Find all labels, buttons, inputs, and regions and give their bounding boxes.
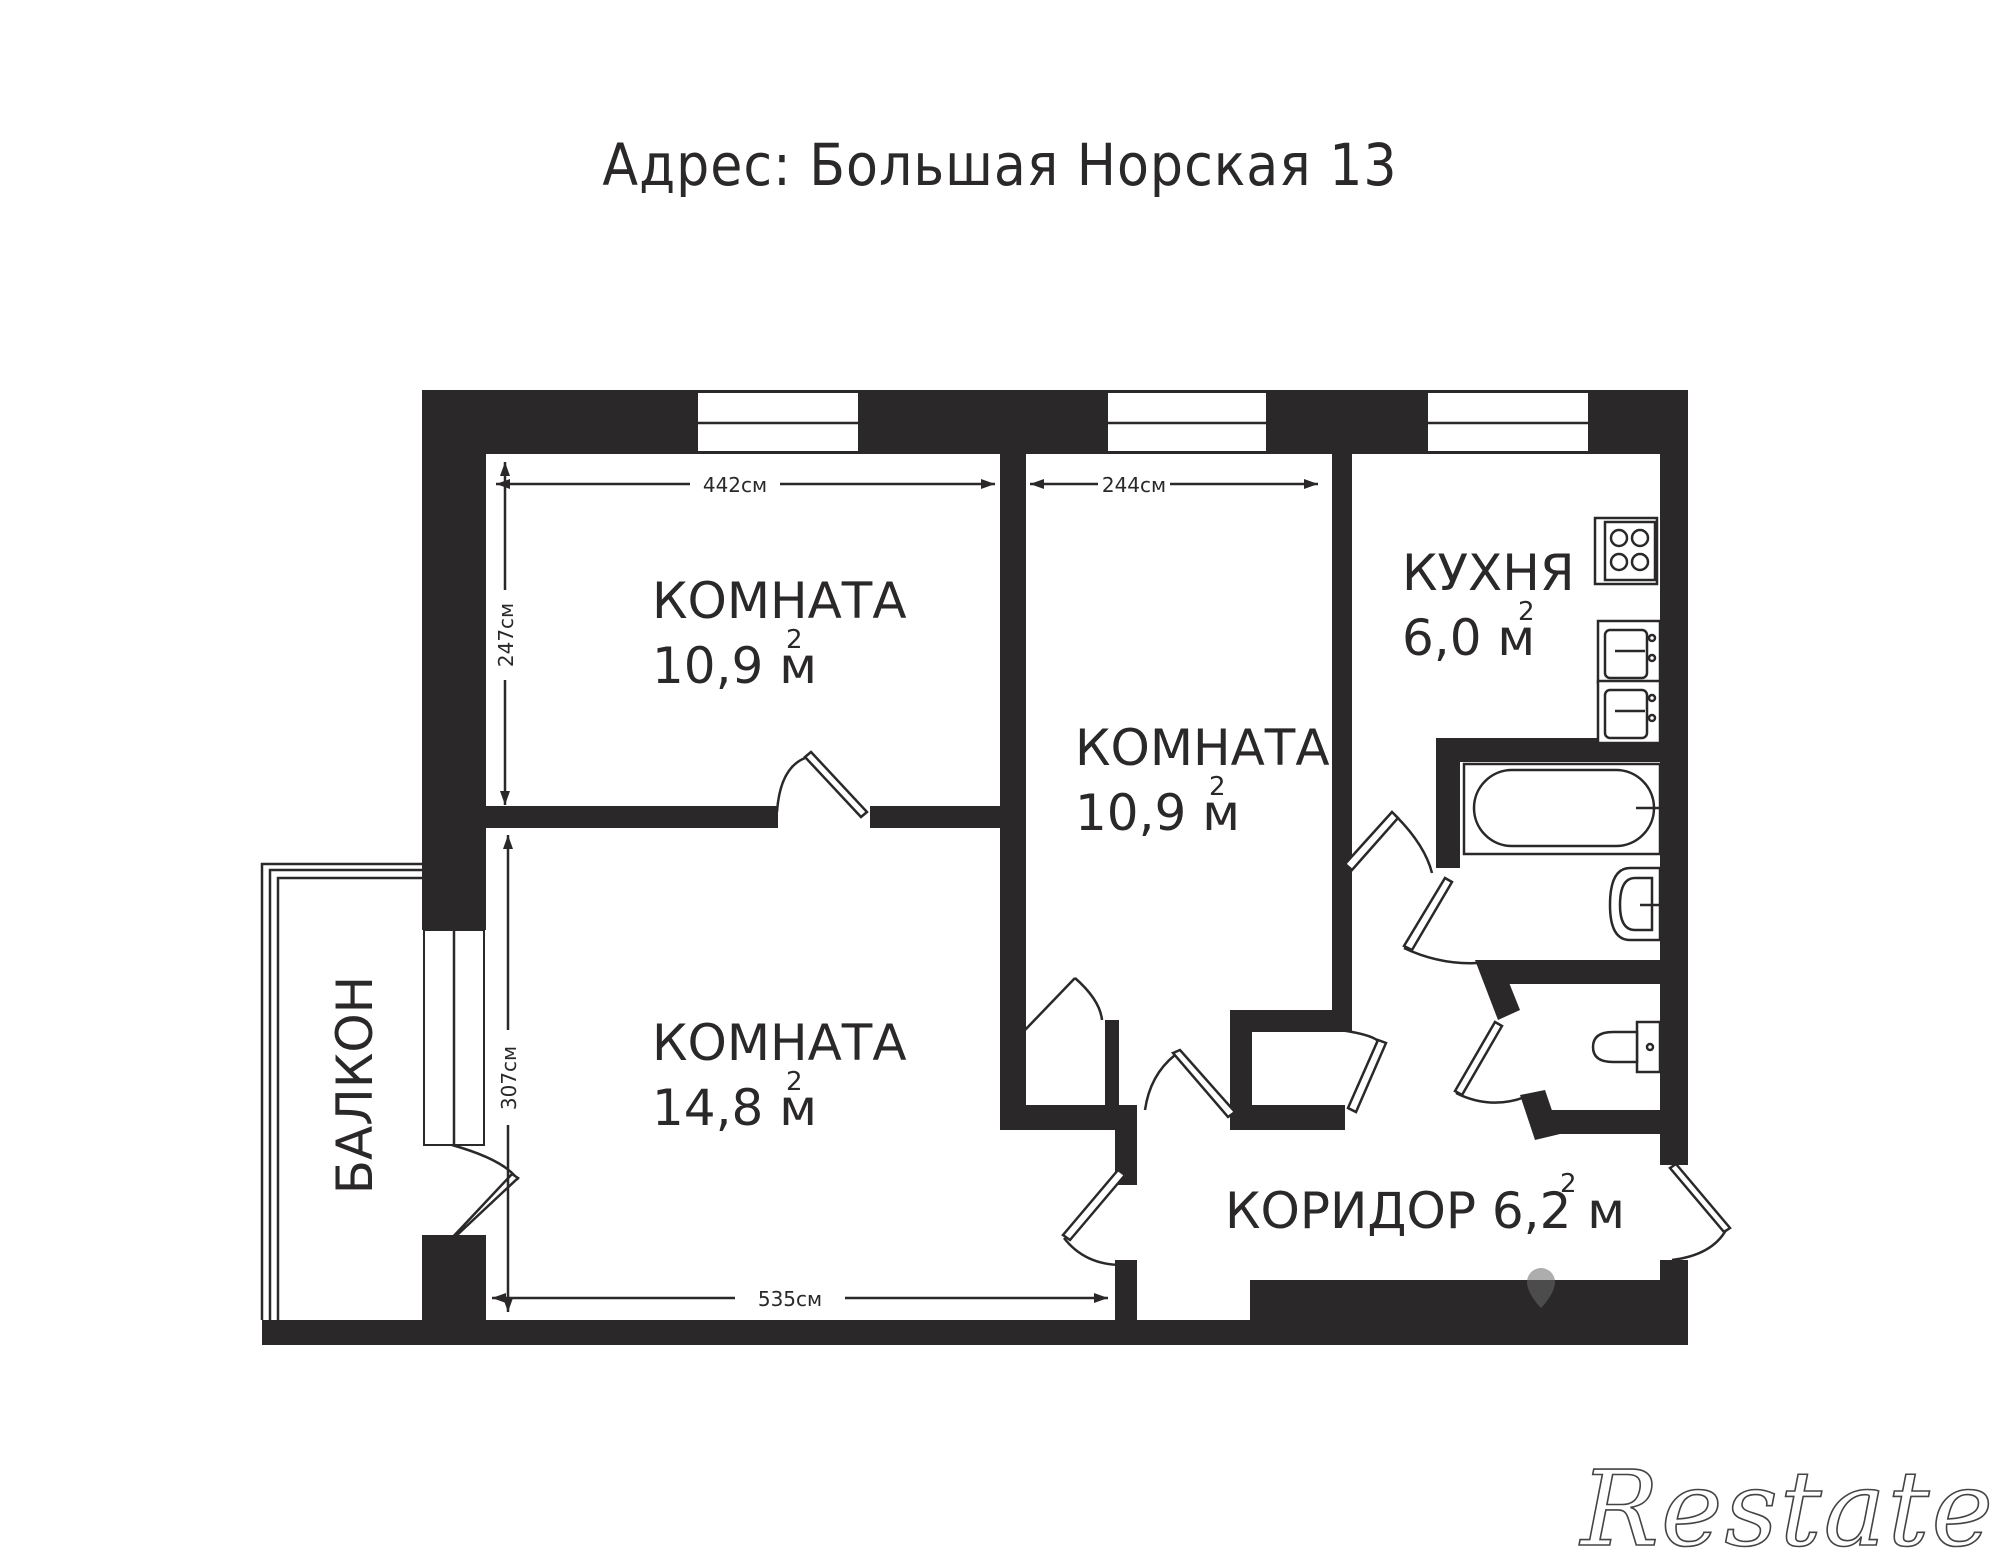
balcony: БАЛКОН: [260, 862, 422, 1320]
washbasin-icon: [1608, 866, 1662, 942]
kitchen-label: КУХНЯ 6,0 м 2: [1402, 544, 1575, 667]
stove-icon: [1593, 516, 1659, 586]
room2-label: КОМНАТА 10,9 м 2: [1075, 719, 1330, 842]
window-balcony: [423, 929, 485, 1146]
cian-watermark: [1527, 1268, 1555, 1308]
svg-text:2: 2: [786, 625, 803, 655]
dim-room1-height: 247см: [494, 603, 518, 667]
svg-text:6,0 м: 6,0 м: [1402, 609, 1535, 667]
svg-text:КУХНЯ: КУХНЯ: [1402, 544, 1575, 602]
balcony-label: БАЛКОН: [326, 976, 384, 1195]
room-labels: КОМНАТА 10,9 м 2 КОМНАТА 10,9 м 2 КОМНАТ…: [652, 544, 1625, 1240]
windows: [423, 391, 1590, 1146]
svg-text:2: 2: [786, 1067, 803, 1097]
dim-room1-width: 442см: [703, 473, 767, 497]
svg-text:КОМНАТА: КОМНАТА: [652, 1014, 907, 1072]
window-room2: [1106, 391, 1268, 453]
dim-room3-height: 307см: [497, 1046, 521, 1110]
dimensions: 442см 247см 244см 307см 535см: [492, 462, 1318, 1312]
restate-logo: Restate: [1579, 1448, 1995, 1555]
sink-icon: [1596, 619, 1662, 745]
address-title: Адрес: Большая Норская 13: [602, 131, 1397, 199]
svg-text:КОРИДОР 6,2 м: КОРИДОР 6,2 м: [1225, 1182, 1625, 1240]
svg-text:2: 2: [1209, 772, 1226, 802]
toilet-icon: [1591, 1020, 1662, 1074]
bathtub-icon: [1462, 762, 1662, 856]
svg-text:КОМНАТА: КОМНАТА: [1075, 719, 1330, 777]
svg-text:10,9 м: 10,9 м: [652, 637, 817, 695]
room3-label: КОМНАТА 14,8 м 2: [652, 1014, 907, 1137]
dim-room3-width: 535см: [758, 1287, 822, 1311]
window-room1: [696, 391, 860, 453]
svg-text:10,9 м: 10,9 м: [1075, 784, 1240, 842]
svg-text:2: 2: [1560, 1169, 1577, 1199]
svg-text:14,8 м: 14,8 м: [652, 1079, 817, 1137]
doors: [449, 750, 1732, 1267]
corridor-label: КОРИДОР 6,2 м 2: [1225, 1169, 1625, 1240]
dim-room2-width: 244см: [1102, 473, 1166, 497]
window-kitchen: [1426, 391, 1590, 453]
fixtures: [1462, 516, 1662, 1074]
svg-text:2: 2: [1518, 597, 1535, 627]
svg-text:КОМНАТА: КОМНАТА: [652, 572, 907, 630]
room1-label: КОМНАТА 10,9 м 2: [652, 572, 907, 695]
